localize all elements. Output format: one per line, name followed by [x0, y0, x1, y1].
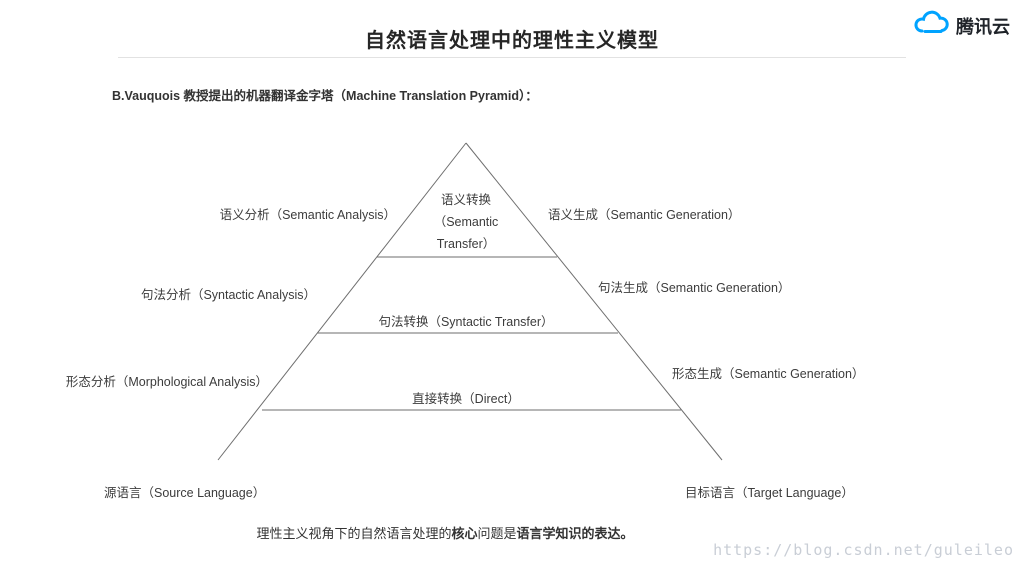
semantic-analysis-label: 语义分析（Semantic Analysis）	[219, 208, 396, 222]
morphological-generation-label: 形态生成（Semantic Generation）	[672, 367, 865, 381]
syntactic-transfer-label: 句法转换（Syntactic Transfer）	[378, 315, 554, 329]
diagram-caption: B.Vauquois 教授提出的机器翻译金字塔（Machine Translat…	[112, 89, 538, 103]
title-divider	[118, 57, 906, 58]
syntactic-analysis-label: 句法分析（Syntactic Analysis）	[140, 288, 316, 302]
pyramid-right-side	[465, 142, 723, 461]
cloud-icon	[913, 10, 951, 41]
pyramid-left-side	[217, 142, 467, 461]
syntactic-generation-label: 句法生成（Semantic Generation）	[598, 281, 791, 295]
brand-name: 腾讯云	[956, 16, 1010, 37]
page-title: 自然语言处理中的理性主义模型	[365, 30, 659, 52]
semantic-generation-label: 语义生成（Semantic Generation）	[548, 208, 741, 222]
morphological-analysis-label: 形态分析（Morphological Analysis）	[65, 375, 268, 389]
tencent-cloud-logo: 腾讯云	[913, 10, 1010, 41]
target-language-label: 目标语言（Target Language）	[685, 486, 854, 500]
summary-sentence: 理性主义视角下的自然语言处理的核心问题是语言学知识的表达。	[256, 526, 634, 541]
source-language-label: 源语言（Source Language）	[104, 486, 266, 500]
csdn-watermark: https://blog.csdn.net/guleileo	[713, 541, 1014, 559]
direct-transfer-label: 直接转换（Direct）	[412, 392, 520, 406]
semantic-transfer-label: 语义转换 （Semantic Transfer）	[433, 193, 499, 251]
